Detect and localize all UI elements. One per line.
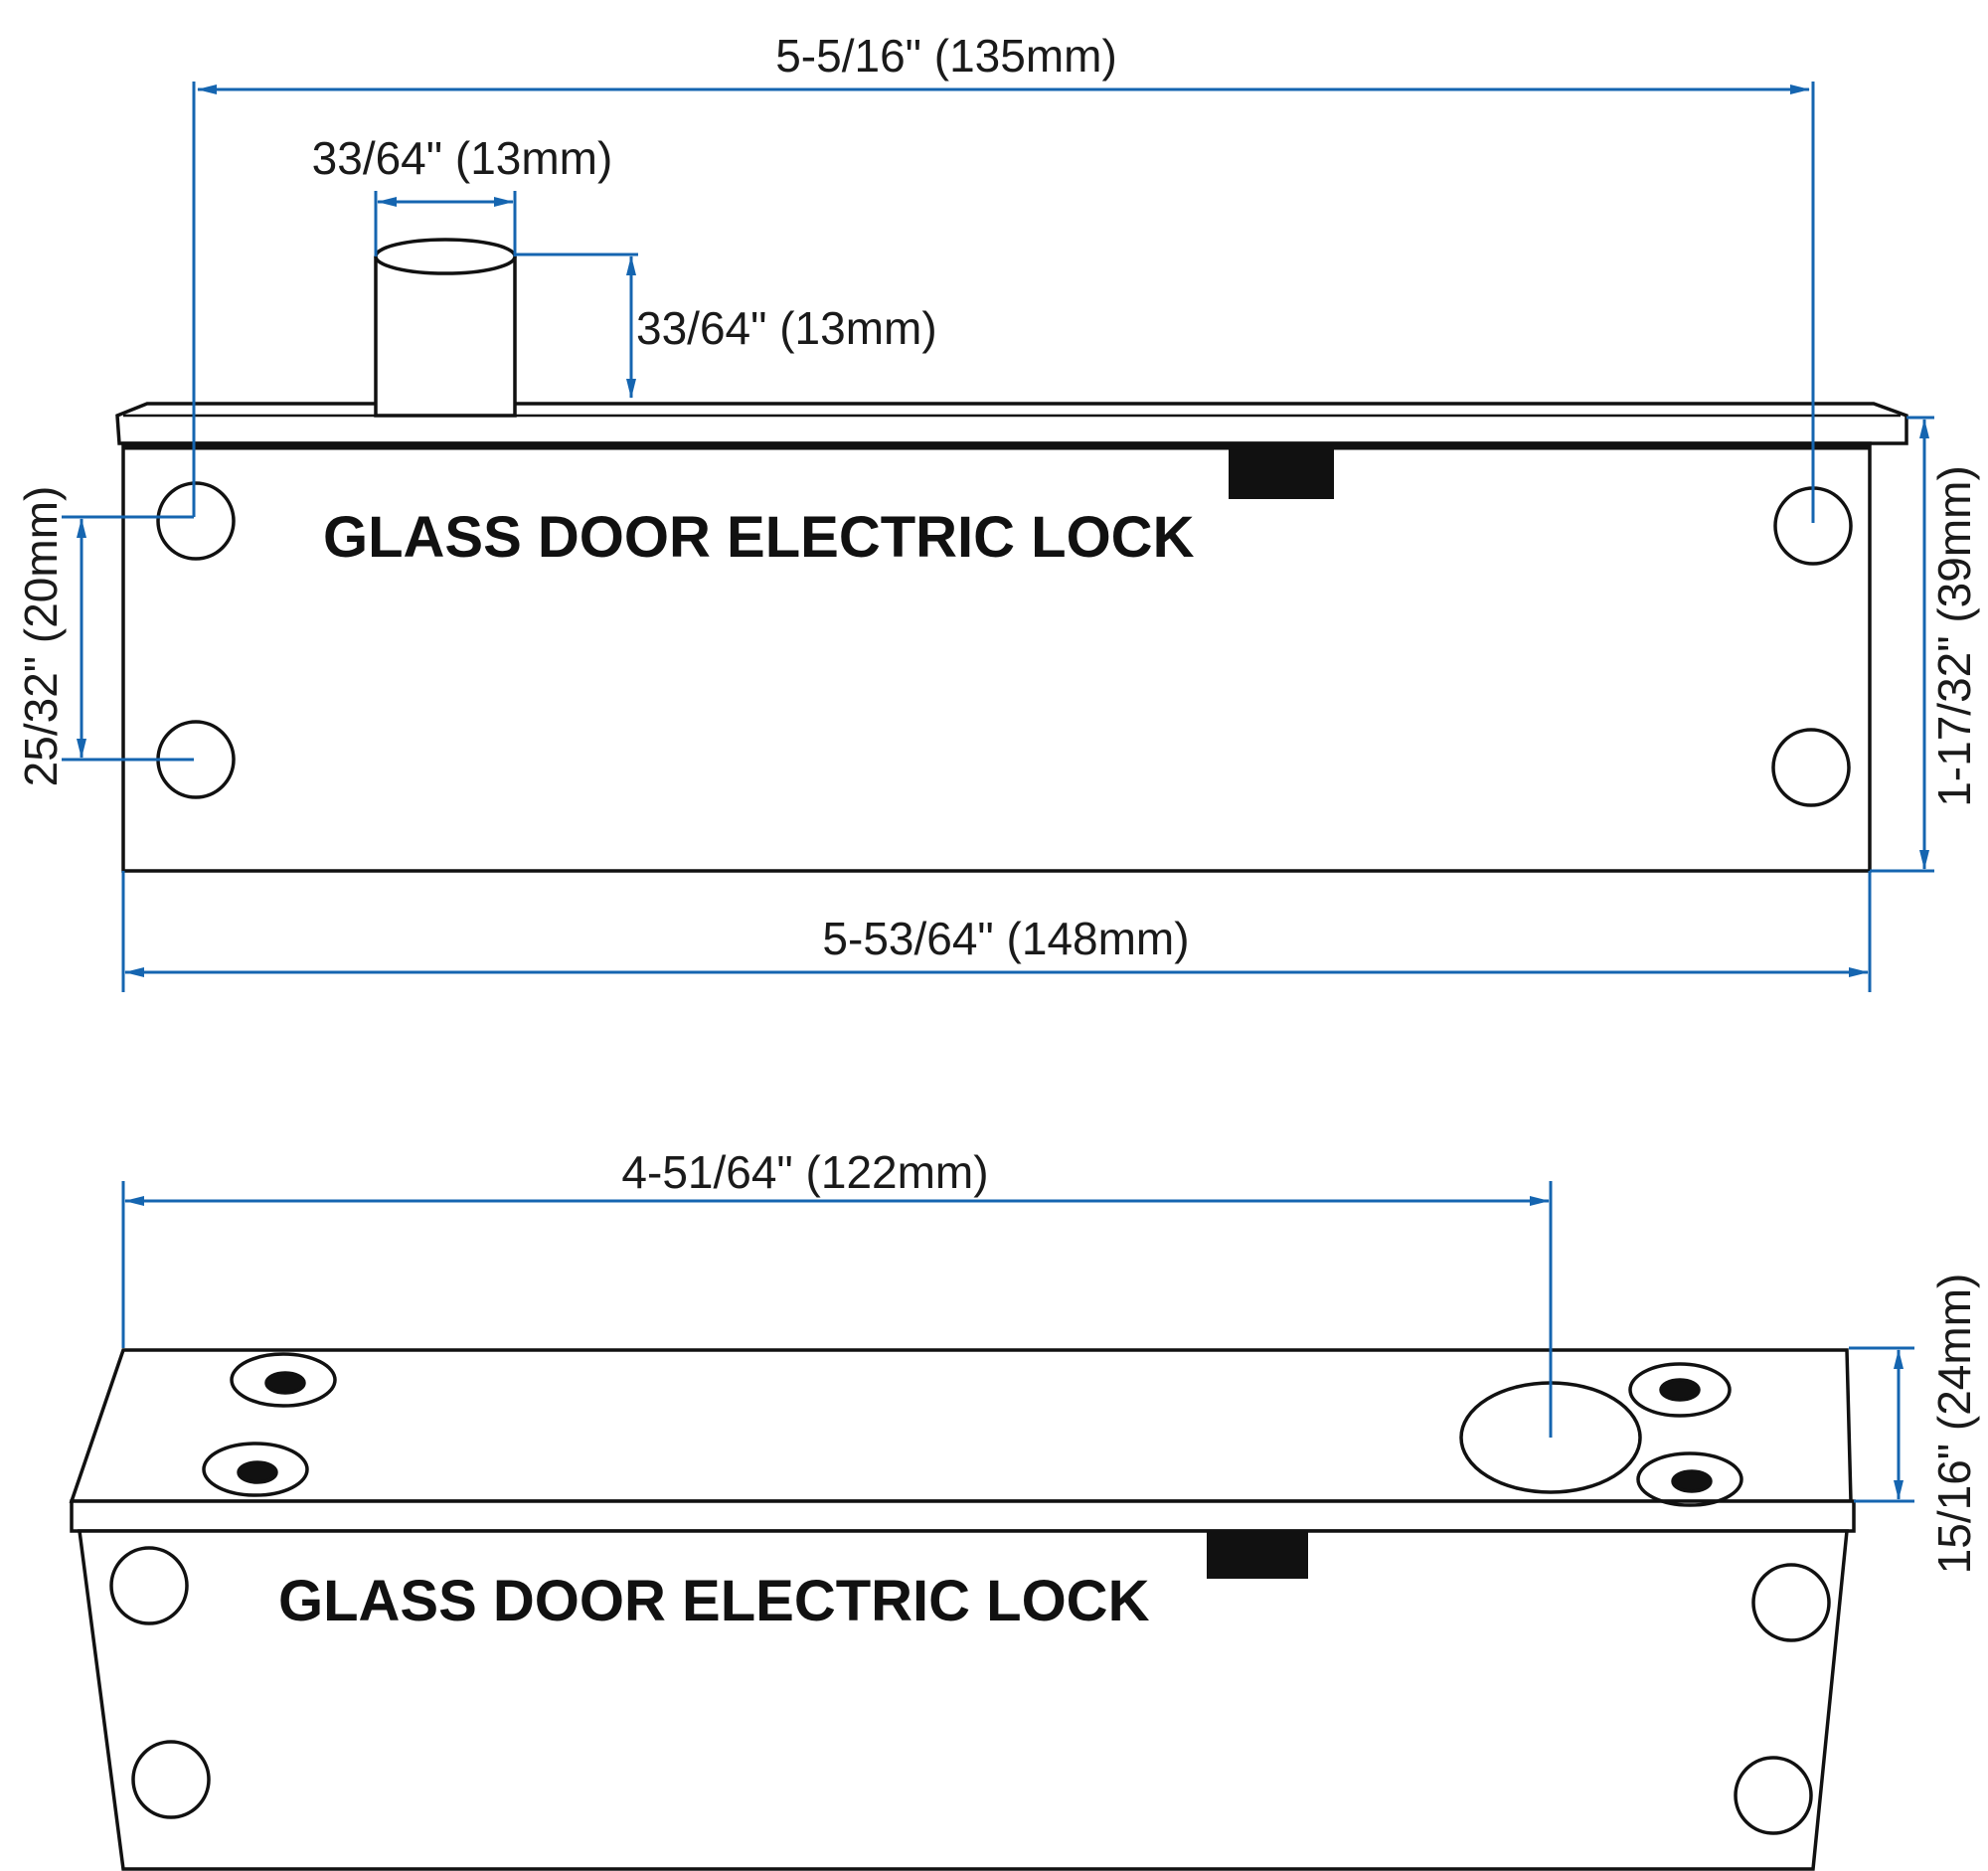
top-view-dimensions [62,82,1934,992]
dim-label-hole-spacing: 5-5/16" (135mm) [775,30,1117,82]
dim-label-hole-vertical: 25/32" (20mm) [15,486,67,787]
screw-hole-bottom-left-inner [237,1460,278,1484]
screw-hole-top-left-inner [264,1371,306,1395]
bolt-cylinder-top [374,238,517,275]
strike-tab-bottom [1207,1531,1308,1579]
dim-label-depth: 15/16" (24mm) [1928,1274,1980,1575]
mounting-hole-top-left [156,481,236,561]
screw-hole-top-right-inner [1659,1378,1701,1402]
dim-label-bolt-height: 33/64" (13mm) [636,302,937,354]
dim-label-body-length: 5-53/64" (148mm) [822,913,1189,964]
bottom-view-dimensions [121,1181,1914,1503]
front-hole-bottom-left [131,1740,211,1819]
top-plate [115,402,1908,445]
lock-top-face [69,1348,1853,1503]
front-hole-bottom-right [1734,1756,1813,1835]
lock-body [121,441,1872,873]
front-hole-top-right [1751,1563,1831,1642]
dim-label-body-height: 1-17/32" (39mm) [1928,465,1980,807]
screw-hole-top-right-outer [1628,1362,1732,1418]
front-hole-top-left [109,1546,189,1625]
screw-hole-bottom-left-outer [202,1442,309,1497]
dim-label-bolt-diameter: 33/64" (13mm) [312,132,613,184]
top-view [115,238,1908,873]
screw-hole-top-left-outer [230,1352,337,1408]
dim-label-bolt-offset: 4-51/64" (122mm) [621,1146,988,1198]
mounting-hole-bottom-right [1771,728,1851,807]
screw-hole-bottom-right-inner [1671,1469,1713,1493]
lock-flange [70,1499,1856,1533]
top-view-label: GLASS DOOR ELECTRIC LOCK [323,505,1195,570]
bolt-cylinder [374,256,517,418]
strike-tab [1229,447,1334,499]
screw-hole-bottom-right-outer [1636,1451,1743,1507]
bottom-view [69,1348,1856,1871]
bottom-view-label: GLASS DOOR ELECTRIC LOCK [278,1569,1150,1633]
